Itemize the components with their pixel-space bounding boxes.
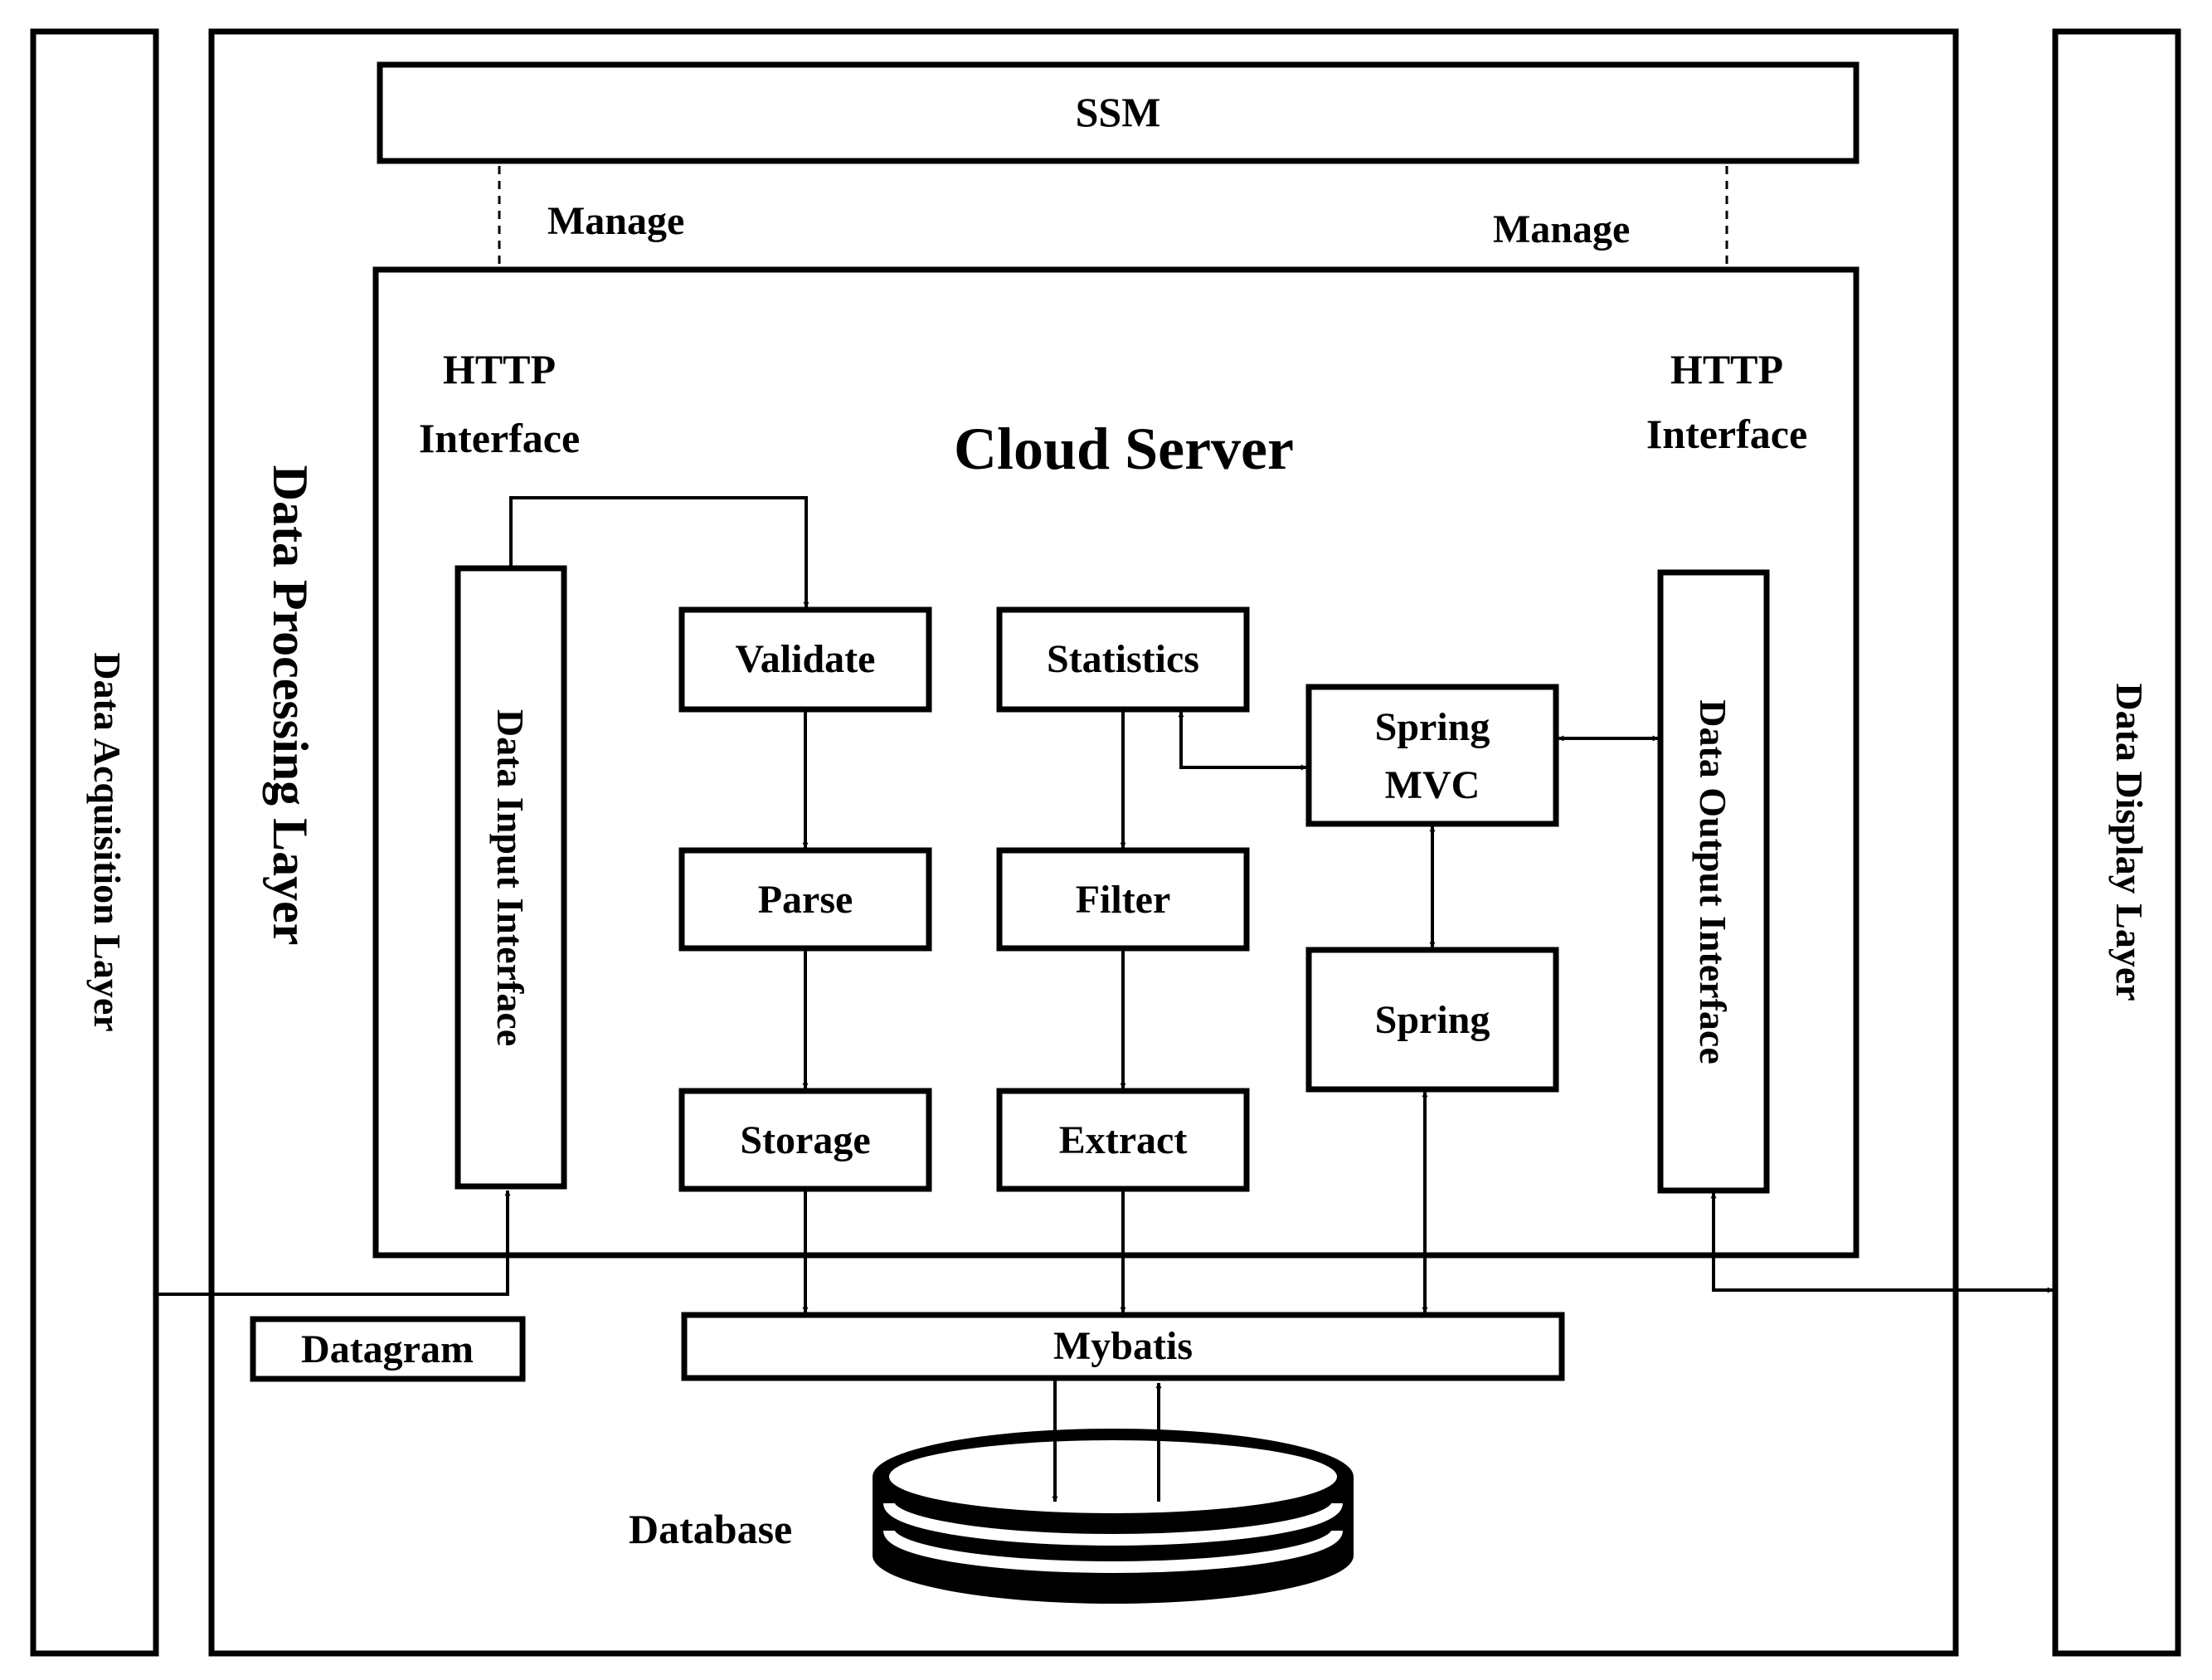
data-output-interface-label: Data Output Interface bbox=[1692, 699, 1734, 1064]
datagram-box bbox=[250, 1316, 526, 1382]
data-input-interface-box bbox=[455, 565, 567, 1190]
cloud-server-title: Cloud Server bbox=[954, 416, 1294, 482]
spring-mvc-label-line1: Spring bbox=[1375, 705, 1490, 749]
http-interface-left-line1: HTTP bbox=[443, 346, 556, 392]
http-interface-left-line2: Interface bbox=[419, 415, 580, 461]
spring-mvc-box bbox=[1305, 684, 1559, 827]
ssm-label: SSM bbox=[1076, 89, 1161, 135]
http-interface-right-line2: Interface bbox=[1646, 411, 1807, 457]
validate-label: Validate bbox=[736, 637, 876, 681]
spring-label: Spring bbox=[1375, 998, 1490, 1042]
manage-right-label: Manage bbox=[1493, 207, 1630, 251]
data-acquisition-layer-label: Data Acquisition Layer bbox=[86, 652, 129, 1031]
data-display-layer-label: Data Display Layer bbox=[2108, 683, 2151, 1001]
data-display-layer-box bbox=[2052, 28, 2181, 1657]
filter-box bbox=[996, 847, 1250, 952]
statistics-label: Statistics bbox=[1047, 637, 1199, 681]
spring-mvc-label-line2: MVC bbox=[1385, 763, 1480, 807]
acquisition-to-input-arrow bbox=[156, 1190, 511, 1296]
statistics-spring-mvc-arrow bbox=[1178, 711, 1307, 771]
filter-label: Filter bbox=[1076, 878, 1171, 922]
datagram-label: Datagram bbox=[301, 1327, 474, 1371]
mybatis-label: Mybatis bbox=[1053, 1324, 1193, 1368]
storage-label: Storage bbox=[740, 1118, 870, 1162]
input-to-validate-arrow bbox=[509, 496, 809, 608]
ssm-box bbox=[377, 61, 1860, 164]
data-input-interface-label: Data Input Interface bbox=[489, 709, 532, 1046]
data-acquisition-layer-box bbox=[30, 28, 159, 1657]
spring-box bbox=[1305, 947, 1559, 1093]
output-to-display-arrow bbox=[1710, 1192, 2054, 1293]
database-label: Database bbox=[629, 1506, 792, 1552]
extract-label: Extract bbox=[1059, 1118, 1188, 1162]
data-output-interface-box bbox=[1657, 569, 1770, 1194]
http-interface-right-line1: HTTP bbox=[1670, 346, 1783, 392]
database-icon bbox=[873, 1429, 1354, 1604]
data-processing-layer-label: Data Processing Layer bbox=[263, 465, 318, 946]
parse-label: Parse bbox=[758, 878, 853, 922]
validate-box bbox=[678, 606, 932, 713]
parse-box bbox=[678, 847, 932, 952]
manage-left-label: Manage bbox=[547, 199, 684, 243]
mybatis-box bbox=[681, 1312, 1565, 1381]
statistics-box bbox=[996, 606, 1250, 713]
